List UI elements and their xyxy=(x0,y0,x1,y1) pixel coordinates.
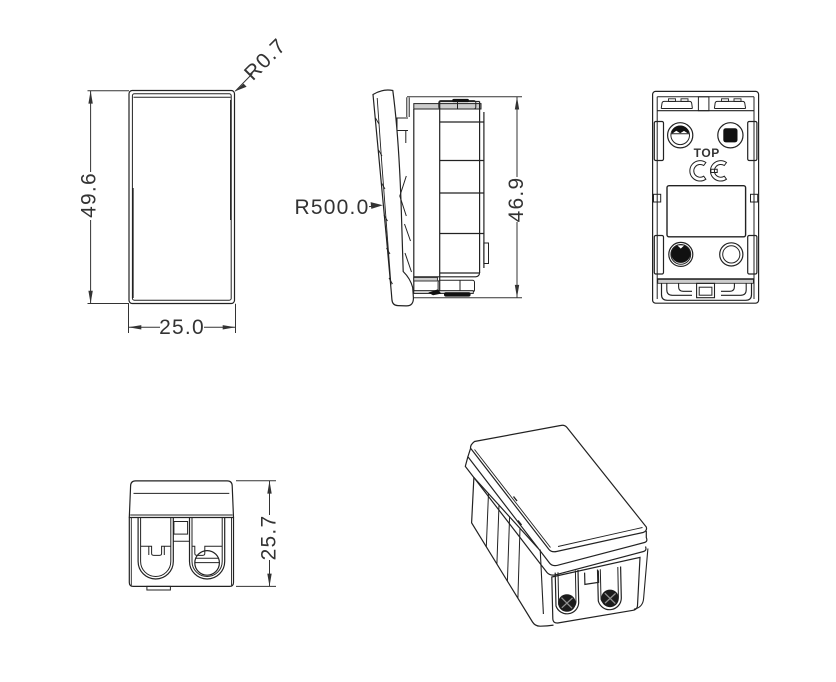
svg-text:25.7: 25.7 xyxy=(258,515,281,561)
svg-text:49.6: 49.6 xyxy=(77,172,100,218)
svg-text:TOP: TOP xyxy=(694,146,720,160)
svg-text:R500.0: R500.0 xyxy=(295,196,370,219)
svg-text:25.0: 25.0 xyxy=(159,316,205,339)
svg-text:46.9: 46.9 xyxy=(505,177,528,223)
